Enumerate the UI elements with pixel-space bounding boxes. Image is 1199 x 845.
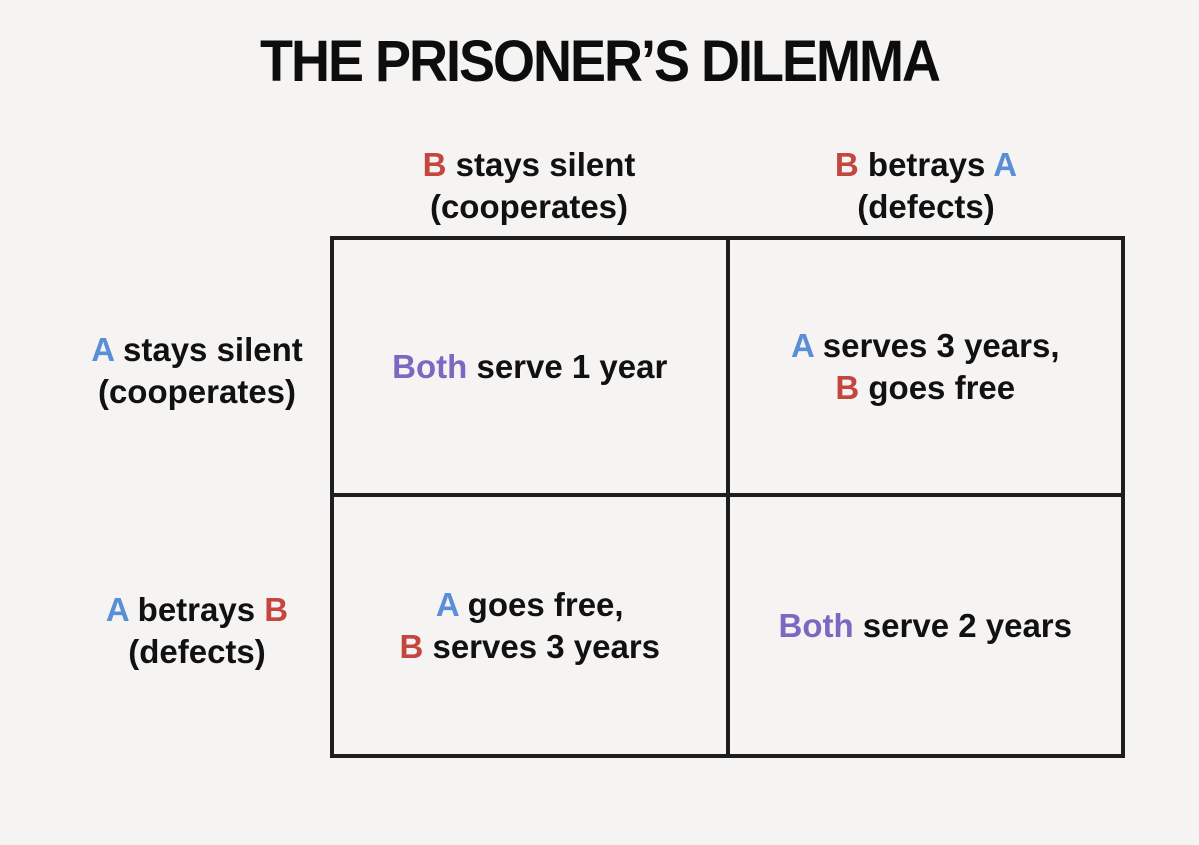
text-segment: Both — [392, 347, 468, 385]
cell-a-defects-b-cooperates: A goes free, B serves 3 years — [334, 497, 726, 754]
text-segment: goes free, — [458, 585, 624, 623]
cell-text-line: B serves 3 years — [399, 626, 660, 668]
text-segment: B — [835, 368, 860, 406]
text-segment: stays silent — [113, 331, 303, 368]
text-segment: (cooperates) — [429, 188, 629, 225]
text-segment: betrays — [858, 146, 994, 183]
text-segment: B — [834, 146, 859, 183]
text-segment: B — [422, 146, 447, 183]
column-header-line: (defects) — [835, 186, 1017, 228]
column-header-line: (cooperates) — [423, 186, 636, 228]
text-segment: (defects) — [128, 633, 266, 670]
text-segment: serve 2 years — [853, 606, 1072, 644]
text-segment: (cooperates) — [97, 373, 297, 410]
cell-a-cooperates-b-defects: A serves 3 years, B goes free — [729, 240, 1121, 493]
column-header-b-cooperates: B stays silent (cooperates) — [423, 144, 636, 228]
text-segment: A — [91, 331, 114, 368]
text-segment: serve 1 year — [467, 347, 668, 385]
column-header-line: B betrays A — [835, 144, 1017, 186]
text-segment: B — [399, 627, 424, 665]
row-header-line: (cooperates) — [91, 371, 303, 413]
payoff-matrix: Both serve 1 year A serves 3 years, B go… — [330, 236, 1125, 758]
text-segment: stays silent — [446, 146, 636, 183]
text-segment: A — [791, 326, 814, 364]
text-segment: goes free — [859, 368, 1016, 406]
row-header-line: (defects) — [106, 631, 288, 673]
text-segment: B — [264, 591, 289, 628]
text-segment: A — [993, 146, 1018, 183]
text-segment: Both — [778, 606, 854, 644]
column-header-b-defects: B betrays A (defects) — [835, 144, 1017, 228]
text-segment: A — [105, 591, 129, 628]
cell-text-line: Both serve 1 year — [392, 346, 667, 388]
cell-both-defect: Both serve 2 years — [729, 497, 1121, 754]
cell-text-line: A goes free, — [436, 584, 624, 626]
row-header-a-cooperates: A stays silent (cooperates) — [91, 329, 303, 413]
text-segment: serves 3 years, — [813, 326, 1060, 364]
text-segment: betrays — [128, 591, 265, 628]
cell-text-line: B goes free — [835, 367, 1015, 409]
text-segment: A — [435, 585, 459, 623]
cell-both-cooperate: Both serve 1 year — [334, 240, 726, 493]
cell-text-line: Both serve 2 years — [778, 605, 1072, 647]
row-header-a-defects: A betrays B (defects) — [106, 589, 288, 673]
text-segment: serves 3 years — [423, 627, 661, 665]
row-header-line: A stays silent — [91, 329, 303, 371]
page-title: THE PRISONER’S DILEMMA — [259, 29, 941, 94]
cell-text-line: A serves 3 years, — [791, 325, 1060, 367]
row-header-line: A betrays B — [106, 589, 288, 631]
column-header-line: B stays silent — [423, 144, 636, 186]
text-segment: (defects) — [857, 188, 995, 225]
